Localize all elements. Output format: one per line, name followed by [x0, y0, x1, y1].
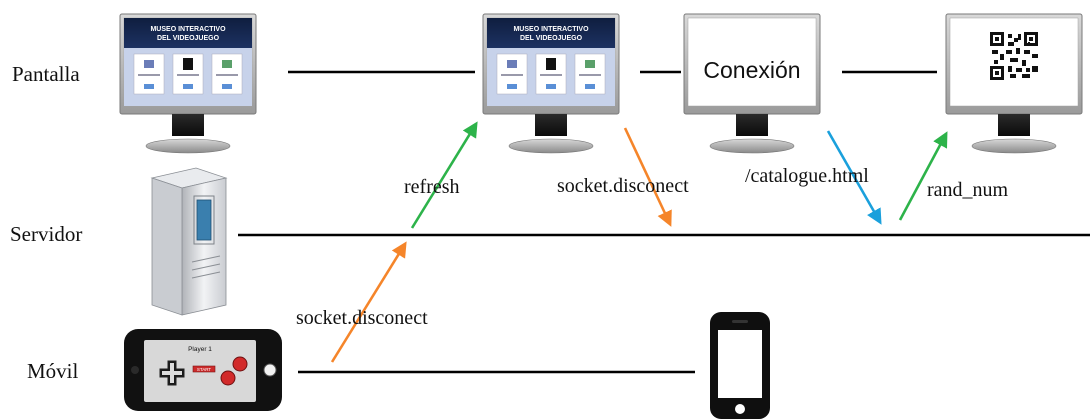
player-label: Player 1 [188, 346, 212, 353]
conexion-label: Conexión [703, 57, 800, 83]
event-label-screen-disconnect: socket.disconect [557, 175, 689, 197]
museum-title-line1: MUSEO INTERACTIVO [513, 26, 589, 33]
smartphone-icon [710, 312, 770, 419]
qr-code-icon [990, 32, 1038, 80]
event-label-rand-num: rand_num [927, 179, 1009, 201]
start-button-label: START [197, 367, 212, 372]
museum-title-line2: DEL VIDEOJUEGO [157, 35, 220, 42]
event-label-catalogue: /catalogue.html [745, 165, 869, 187]
monitor-qr [945, 13, 1083, 154]
arrow-mobile-disconnect [330, 241, 407, 363]
row-label-movil: Móvil [27, 359, 79, 383]
monitor-museum-1: MUSEO INTERACTIVO DEL VIDEOJUEGO [119, 13, 257, 154]
gamepad-phone-icon: Player 1 START [124, 329, 282, 411]
arrow-rand-num [898, 131, 948, 221]
monitor-conexion: Conexión [683, 13, 821, 154]
arrow-catalogue [826, 130, 882, 225]
arrow-screen-disconnect [623, 127, 672, 227]
row-label-pantalla: Pantalla [12, 62, 80, 86]
event-label-refresh: refresh [404, 176, 460, 198]
arrow-refresh [410, 121, 478, 229]
row-label-servidor: Servidor [10, 222, 82, 246]
event-label-mobile-disconnect: socket.disconect [296, 307, 428, 329]
server-icon [150, 167, 228, 316]
museum-title-line1: MUSEO INTERACTIVO [150, 26, 226, 33]
monitor-museum-2: MUSEO INTERACTIVO DEL VIDEOJUEGO [482, 13, 620, 154]
museum-title-line2: DEL VIDEOJUEGO [520, 35, 583, 42]
